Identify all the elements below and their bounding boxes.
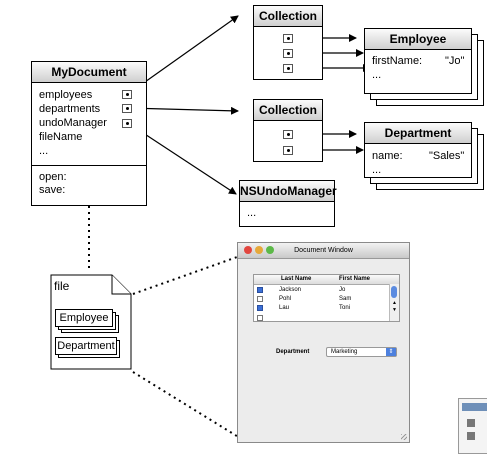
- department-field: name:: [372, 150, 403, 162]
- undo-manager-ellipsis: ...: [247, 207, 257, 219]
- employee-title: Employee: [365, 29, 471, 50]
- scroll-thumb[interactable]: [391, 286, 397, 298]
- employee-field: firstName:: [372, 55, 423, 67]
- file-department-box: Department: [55, 337, 117, 355]
- department-value: "Sales": [429, 150, 465, 162]
- minimize-button[interactable]: [255, 246, 263, 254]
- row-4-checkbox[interactable]: [257, 315, 263, 321]
- property-departments: departments: [39, 103, 101, 115]
- departments-port: [122, 104, 132, 113]
- department-title: Department: [365, 123, 471, 144]
- undo-manager-title: NSUndoManager: [240, 181, 337, 202]
- method-open: open:: [39, 171, 67, 183]
- document-window: Document Window Last Name First Name Jac…: [237, 242, 410, 443]
- partial-screenshot-item-1: [467, 419, 475, 427]
- window-title: Document Window: [294, 247, 353, 254]
- property-employees: employees: [39, 89, 93, 101]
- file-window-dotted-bottom: [132, 371, 241, 439]
- method-save: save:: [39, 184, 66, 196]
- property-undo-manager: undoManager: [39, 117, 107, 129]
- mydocument-box: MyDocument employees departments undoMan…: [31, 61, 147, 206]
- column-first-name[interactable]: First Name: [339, 276, 371, 282]
- zoom-button[interactable]: [266, 246, 274, 254]
- row-3-checkbox[interactable]: [257, 305, 263, 311]
- collection-box-bottom: Collection: [253, 99, 323, 162]
- row-2-first: Sam: [339, 296, 352, 302]
- resize-grip-icon[interactable]: [401, 434, 407, 440]
- property-file-name: fileName: [39, 131, 83, 143]
- row-1-last: Jackson: [279, 287, 302, 293]
- mydocument-divider: [32, 165, 146, 166]
- file-window-dotted-top: [132, 255, 241, 295]
- employee-table[interactable]: Last Name First Name Jackson Jo Pohl Sam…: [253, 274, 400, 322]
- collection-title-top: Collection: [254, 6, 322, 27]
- row-2-checkbox[interactable]: [257, 296, 263, 302]
- file-employee-label: Employee: [59, 312, 109, 324]
- collection-top-port-2: [283, 49, 293, 58]
- property-ellipsis: ...: [39, 145, 49, 157]
- department-box: Department name: "Sales" ...: [364, 122, 472, 178]
- close-button[interactable]: [244, 246, 252, 254]
- department-popup-label: Department: [276, 349, 310, 355]
- department-popup[interactable]: Marketing ⇕: [326, 347, 397, 357]
- employee-ellipsis: ...: [372, 69, 382, 81]
- collection-top-port-3: [283, 64, 293, 73]
- partial-screenshot-toolbar: [462, 403, 487, 411]
- employee-box: Employee firstName: "Jo" ...: [364, 28, 472, 94]
- window-title-bar[interactable]: Document Window: [238, 243, 409, 259]
- scroll-down-arrow-icon[interactable]: ▼: [392, 307, 397, 313]
- mydocument-title: MyDocument: [32, 62, 146, 83]
- collection-top-port-1: [283, 34, 293, 43]
- row-2-last: Pohl: [279, 296, 292, 302]
- undo-manager-port: [122, 119, 132, 128]
- popup-arrows-icon: ⇕: [386, 348, 396, 356]
- collection-title-bottom: Collection: [254, 100, 322, 121]
- employee-value: "Jo": [445, 55, 465, 67]
- row-1-first: Jo: [339, 287, 346, 293]
- row-3-first: Toni: [339, 305, 351, 311]
- file-department-label: Department: [57, 340, 115, 352]
- department-ellipsis: ...: [372, 164, 382, 176]
- file-employee-box: Employee: [55, 309, 113, 327]
- collection-bottom-port-1: [283, 130, 293, 139]
- collection-box-top: Collection: [253, 5, 323, 80]
- employees-port: [122, 90, 132, 99]
- file-label: file: [54, 279, 70, 293]
- collection-bottom-port-2: [283, 146, 293, 155]
- row-3-last: Lau: [279, 305, 290, 311]
- undo-manager-box: NSUndoManager ...: [239, 180, 337, 227]
- column-last-name[interactable]: Last Name: [281, 276, 312, 282]
- partial-screenshot-icon: [458, 398, 487, 454]
- department-popup-value: Marketing: [331, 349, 358, 355]
- row-1-checkbox[interactable]: [257, 287, 263, 293]
- table-header: [254, 275, 399, 285]
- scroll-up-arrow-icon[interactable]: ▲: [392, 300, 397, 306]
- partial-screenshot-item-2: [467, 432, 475, 440]
- table-scrollbar[interactable]: ▲ ▼: [389, 284, 399, 321]
